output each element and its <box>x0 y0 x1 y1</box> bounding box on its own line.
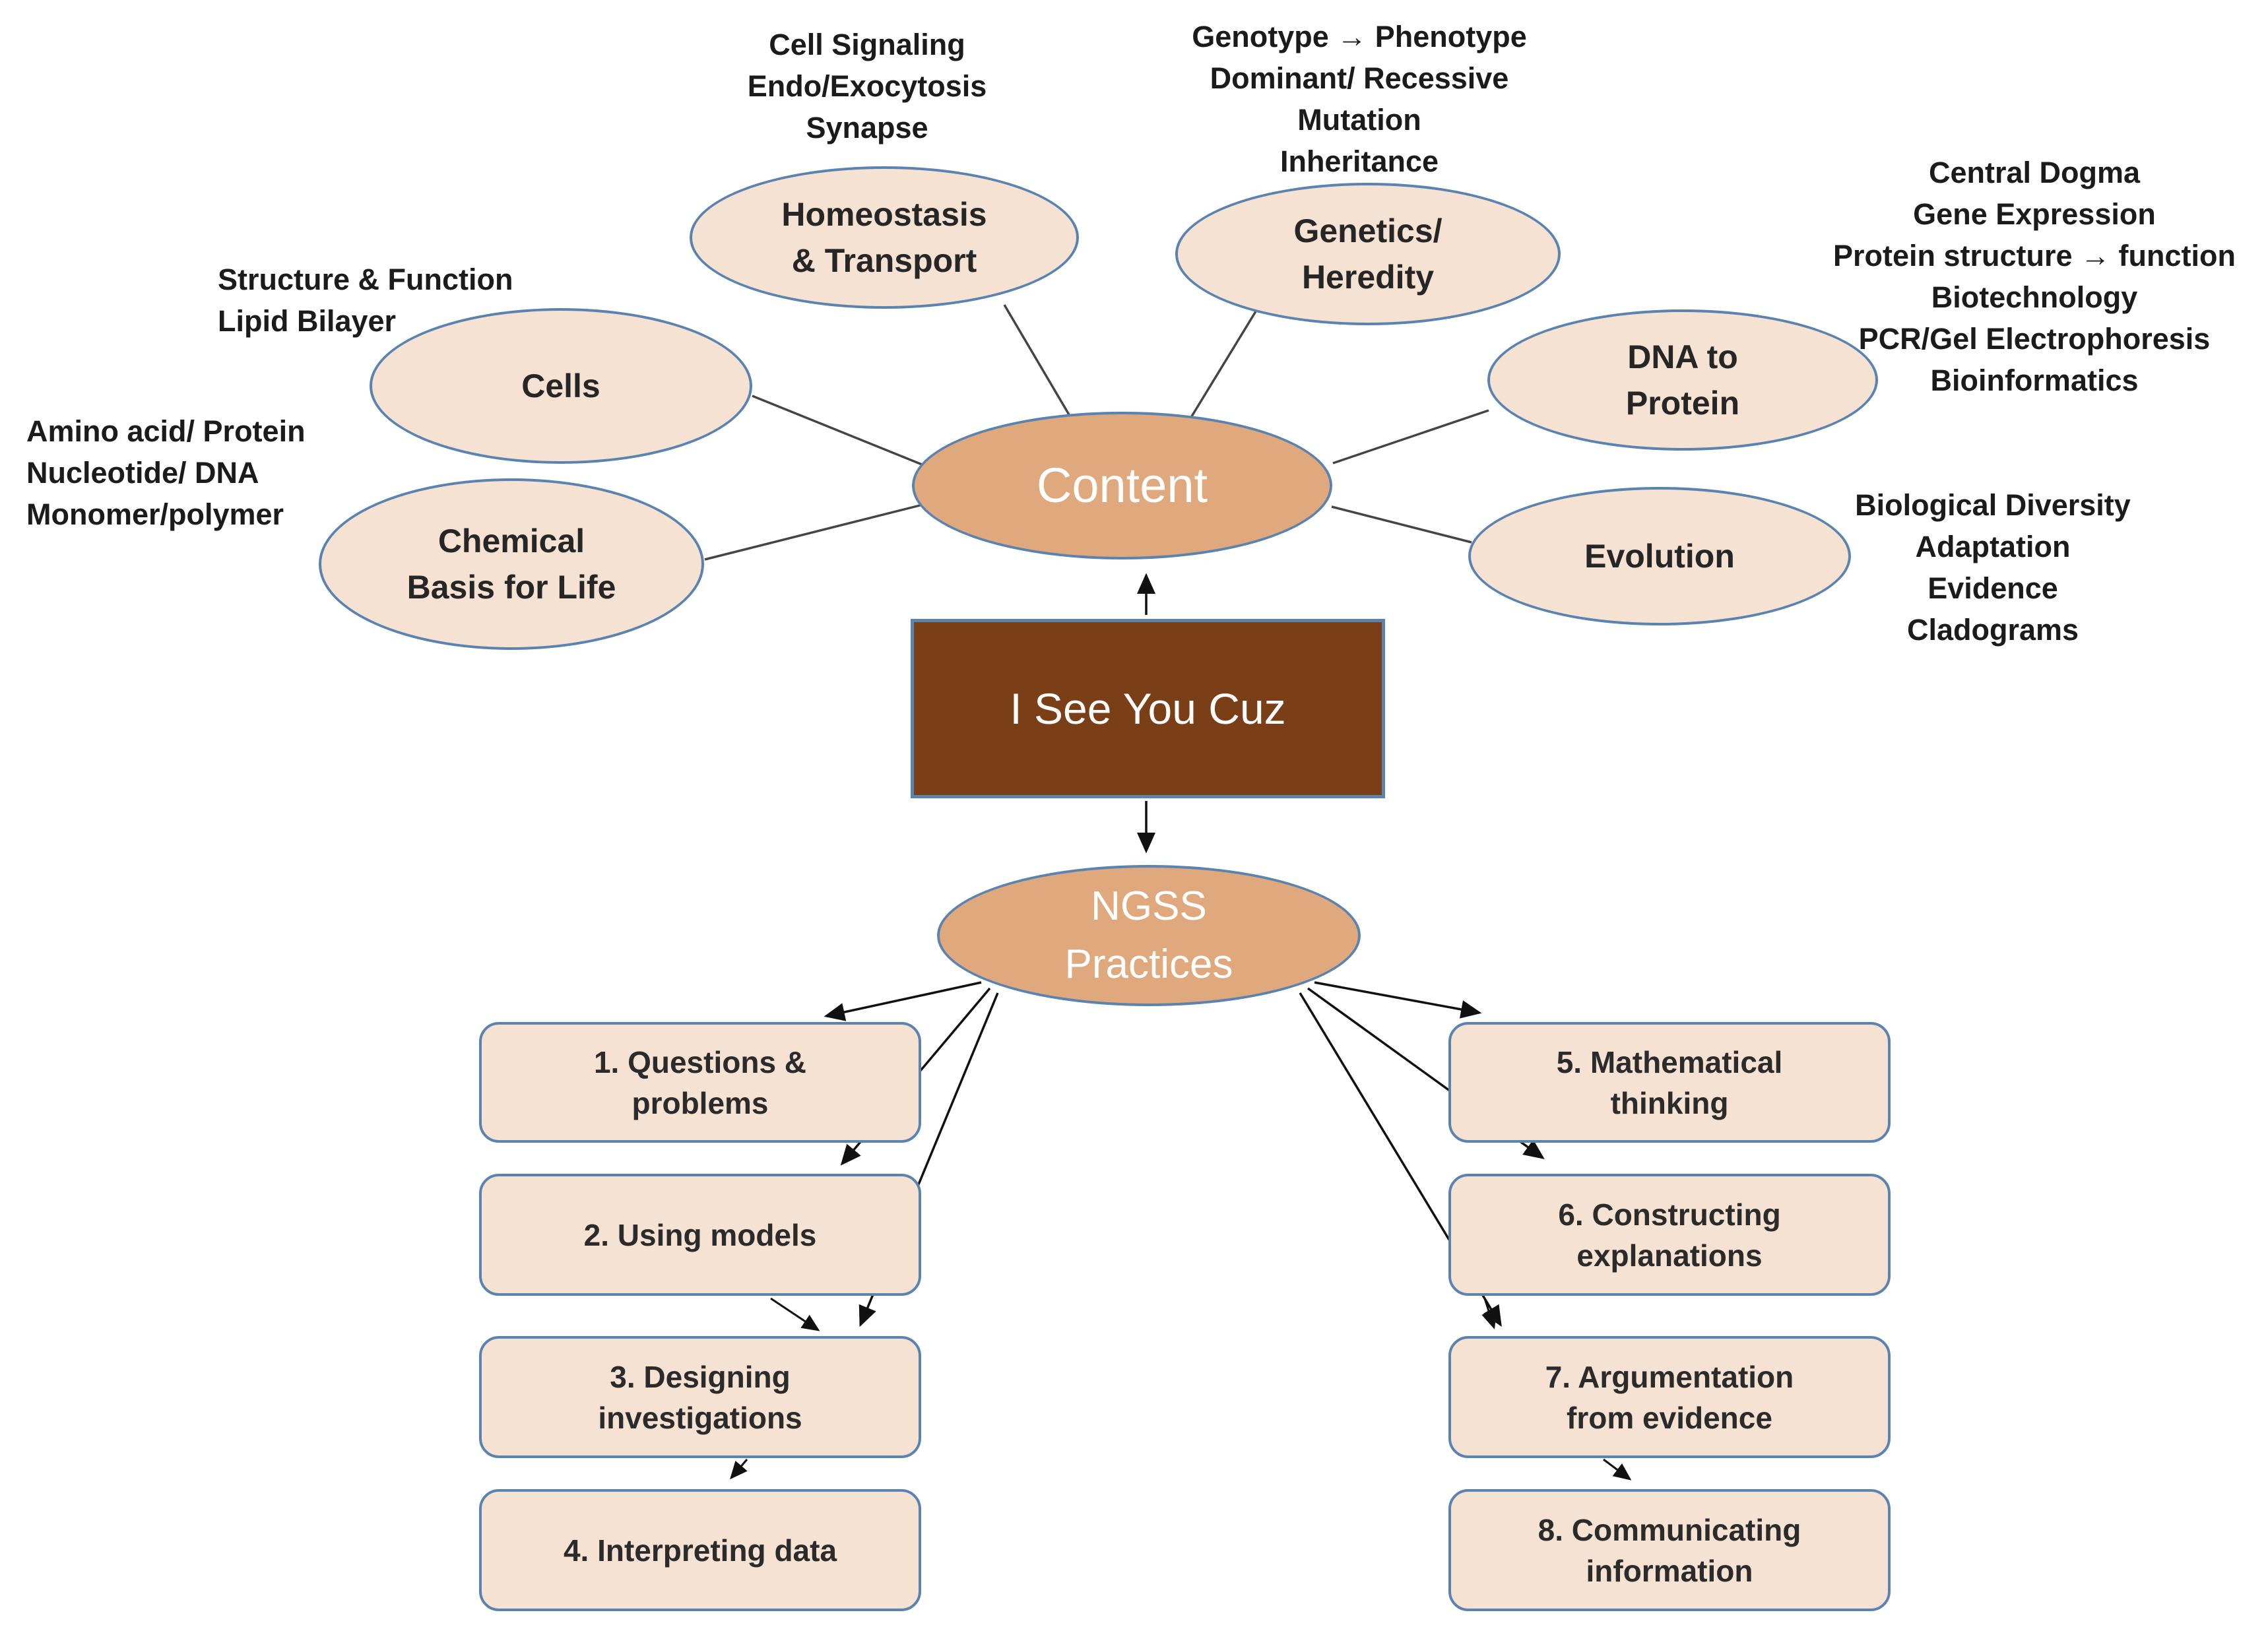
connector-genetics-content <box>1185 311 1257 426</box>
practice-label-line: 8. Communicating <box>1538 1512 1801 1547</box>
practice-box-7-argumentation-from-evidence: 7. Argumentation from evidence <box>1448 1336 1891 1458</box>
note-line: Adaptation <box>1915 530 2071 563</box>
note-line: Gene Expression <box>1913 197 2156 231</box>
practice-label-line: from evidence <box>1567 1400 1772 1435</box>
arrow-practice3-practice4 <box>730 1459 748 1480</box>
connector-evolution-content <box>1331 505 1472 544</box>
bridge-title-label: I See You Cuz <box>1010 684 1286 733</box>
notes-dna-to-protein: Central Dogma Gene Expression Protein st… <box>1764 152 2268 401</box>
practice-label-line: thinking <box>1610 1085 1729 1120</box>
practice-label-line: 2. Using models <box>583 1217 817 1252</box>
practice-label-line: investigations <box>598 1400 802 1435</box>
practice-label-line: 6. Constructing <box>1558 1197 1781 1232</box>
notes-genetics: Genotype → Phenotype Dominant/ Recessive… <box>1062 16 1656 182</box>
practice-box-4-interpreting-data: 4. Interpreting data <box>479 1489 921 1611</box>
content-hub-label: Content <box>1036 458 1208 513</box>
topic-label: Homeostasis <box>781 196 987 233</box>
practice-box-8-communicating-information: 8. Communicating information <box>1448 1489 1891 1611</box>
note-line: Cell Signaling <box>769 28 965 61</box>
note-line: Amino acid/ Protein <box>26 414 306 448</box>
practice-box-2-using-models: 2. Using models <box>479 1174 921 1296</box>
topic-ellipse-dna-to-protein: DNA to Protein <box>1487 309 1878 451</box>
note-line: Lipid Bilayer <box>218 304 397 338</box>
note-line: Protein structure → function <box>1832 239 2236 272</box>
topic-ellipse-homeostasis: Homeostasis & Transport <box>690 166 1079 309</box>
content-hub-ellipse: Content <box>912 412 1332 559</box>
bridge-title-box: I See You Cuz <box>911 619 1385 798</box>
practice-label-line: information <box>1586 1553 1753 1588</box>
topic-label: Heredity <box>1301 259 1435 296</box>
practice-label-line: 1. Questions & <box>593 1044 807 1079</box>
note-line: Mutation <box>1297 103 1421 137</box>
topic-label: Protein <box>1625 385 1740 422</box>
note-line: Biotechnology <box>1931 280 2138 314</box>
practice-label-line: 5. Mathematical <box>1556 1044 1783 1079</box>
practice-box-3-designing-investigations: 3. Designing investigations <box>479 1336 921 1458</box>
practice-box-1-questions-problems: 1. Questions & problems <box>479 1022 921 1143</box>
practice-label-line: 7. Argumentation <box>1545 1359 1794 1394</box>
note-line: Endo/Exocytosis <box>747 69 987 103</box>
topic-ellipse-evolution: Evolution <box>1468 487 1851 625</box>
arrow-ngss-practice1 <box>824 981 982 1021</box>
ngss-label-line: NGSS <box>1091 883 1207 929</box>
arrow-ngss-practice5 <box>1314 981 1482 1019</box>
topic-label: & Transport <box>791 242 977 279</box>
topic-label: Basis for Life <box>406 569 616 606</box>
note-line: Synapse <box>806 111 928 144</box>
connector-cells-content <box>752 395 926 467</box>
notes-evolution: Biological Diversity Adaptation Evidence… <box>1742 484 2244 651</box>
ngss-practices-ellipse: NGSS Practices <box>937 865 1361 1006</box>
connector-homeostasis-content <box>1003 304 1076 424</box>
arrow-practice2-practice3 <box>770 1297 820 1331</box>
note-line: Dominant/ Recessive <box>1210 61 1509 95</box>
practice-label-line: 3. Designing <box>610 1359 791 1394</box>
note-line: Evidence <box>1928 571 2058 605</box>
notes-chemical-basis: Amino acid/ Protein Nucleotide/ DNA Mono… <box>26 410 422 535</box>
note-line: Biological Diversity <box>1855 488 2131 522</box>
arrow-practice7-practice8 <box>1603 1458 1632 1481</box>
note-line: Monomer/polymer <box>26 497 284 531</box>
note-line: Inheritance <box>1280 144 1439 178</box>
topic-label: Genetics/ <box>1293 212 1442 249</box>
topic-label: Cells <box>521 367 600 404</box>
topic-ellipse-chemical-basis: Chemical Basis for Life <box>319 478 704 650</box>
topic-label: Evolution <box>1584 538 1735 575</box>
note-line: Cladograms <box>1906 613 2079 647</box>
note-line: Bioinformatics <box>1930 364 2139 397</box>
topic-ellipse-cells: Cells <box>370 308 752 464</box>
ngss-label-line: Practices <box>1064 941 1233 987</box>
note-line: Nucleotide/ DNA <box>26 456 259 490</box>
practice-label-line: problems <box>632 1085 769 1120</box>
topic-label: Chemical <box>437 523 585 559</box>
notes-cells: Structure & Function Lipid Bilayer <box>218 259 627 342</box>
practice-box-5-mathematical-thinking: 5. Mathematical thinking <box>1448 1022 1891 1143</box>
topic-ellipse-genetics: Genetics/ Heredity <box>1175 183 1561 325</box>
connector-chemical-content <box>704 503 926 561</box>
note-line: PCR/Gel Electrophoresis <box>1858 322 2211 356</box>
practice-label-line: 4. Interpreting data <box>563 1533 837 1568</box>
notes-homeostasis: Cell Signaling Endo/Exocytosis Synapse <box>570 24 1164 148</box>
note-line: Genotype → Phenotype <box>1192 20 1527 53</box>
topic-label: DNA to <box>1627 338 1738 375</box>
note-line: Central Dogma <box>1928 156 2141 189</box>
note-line: Structure & Function <box>218 263 513 296</box>
connector-dna-content <box>1332 409 1489 464</box>
practice-label-line: explanations <box>1576 1238 1763 1273</box>
arrow-practice6-practice7 <box>1481 1298 1497 1329</box>
practice-box-6-constructing-explanations: 6. Constructing explanations <box>1448 1174 1891 1296</box>
